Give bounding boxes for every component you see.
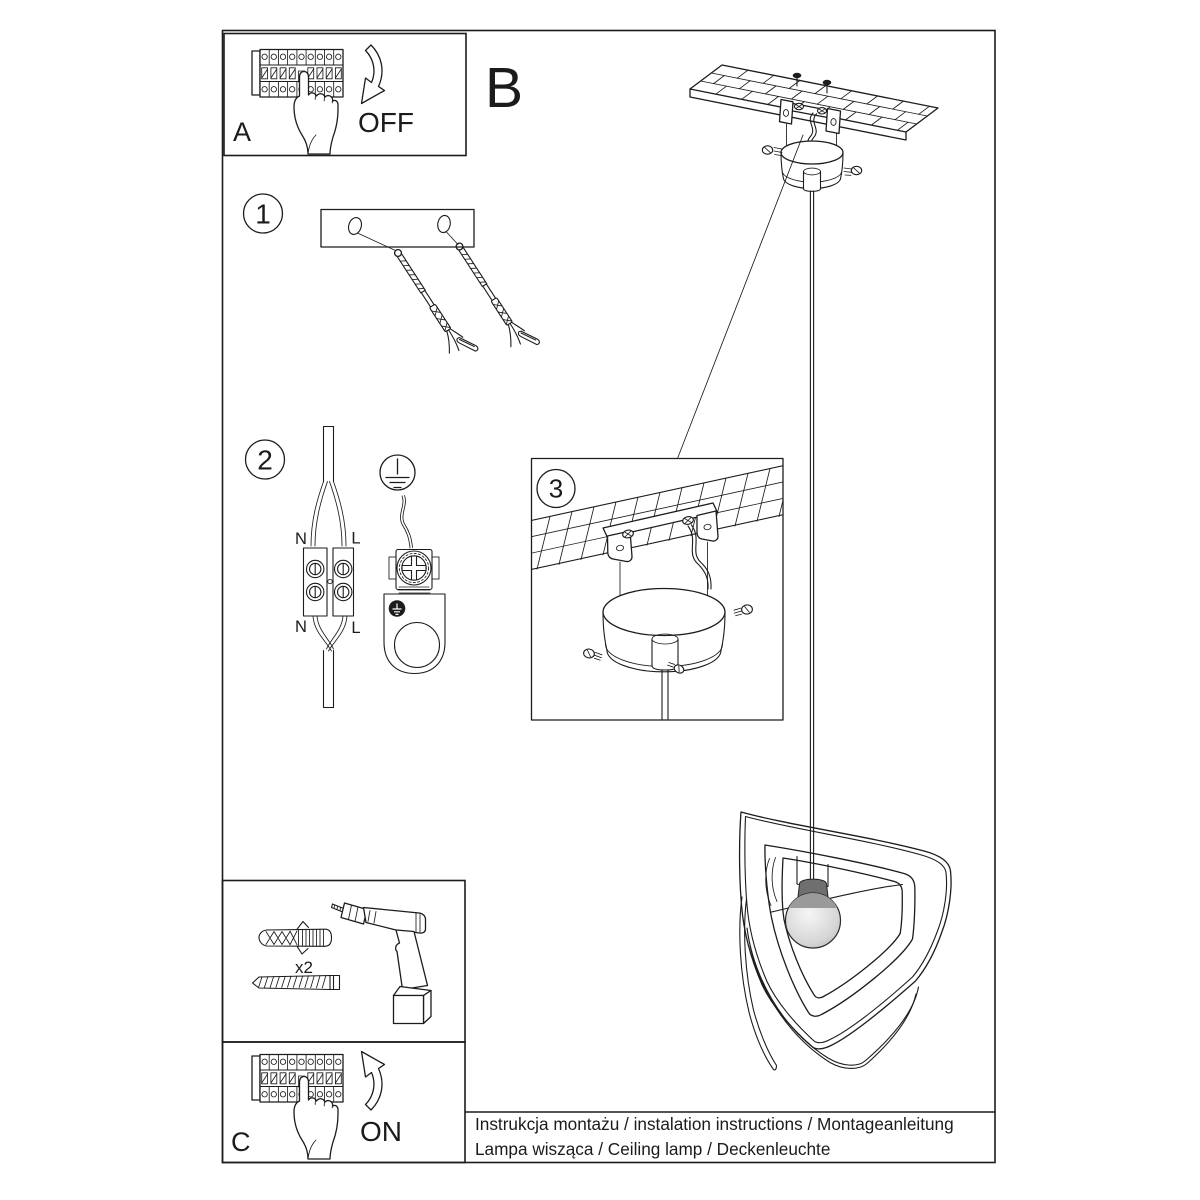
step-3-number: 3 bbox=[549, 474, 563, 504]
panel-c-action: ON bbox=[360, 1116, 402, 1147]
suspension-rod bbox=[809, 190, 815, 831]
step-1: 1 bbox=[242, 193, 541, 365]
wire-label-l-top: L bbox=[351, 530, 360, 548]
main-illustration bbox=[677, 64, 952, 1071]
tools-panel: x2 bbox=[221, 879, 466, 1043]
section-b-label: B bbox=[485, 56, 523, 120]
step-2-number: 2 bbox=[257, 445, 273, 476]
page-border bbox=[221, 29, 996, 1164]
circuit-breaker-icon bbox=[251, 1053, 344, 1160]
footer-line-1: Instrukcja montażu / instalation instruc… bbox=[475, 1114, 954, 1134]
inset-bracket bbox=[602, 502, 719, 604]
wire-label-n-top: N bbox=[295, 530, 307, 548]
panel-a-box bbox=[223, 32, 467, 157]
pendant-lamp-shade bbox=[738, 811, 952, 1071]
panel-c: C ON bbox=[221, 1041, 466, 1164]
inset-canopy bbox=[583, 587, 753, 720]
panel-a-label: A bbox=[233, 117, 251, 147]
ground-terminal bbox=[383, 495, 446, 675]
arrow-up-icon bbox=[360, 1050, 386, 1111]
ceiling-plank bbox=[689, 64, 939, 141]
arrow-down-icon bbox=[360, 44, 386, 105]
panel-c-box bbox=[221, 1041, 466, 1164]
screw-icon bbox=[251, 974, 341, 991]
footer: Instrukcja montażu / instalation instruc… bbox=[465, 1111, 995, 1159]
mounting-plate bbox=[320, 208, 475, 248]
step-1-badge bbox=[242, 193, 284, 234]
wall-plug-icon bbox=[258, 920, 333, 955]
canopy bbox=[761, 140, 863, 192]
step-2: 2 N L N L bbox=[244, 425, 446, 709]
drill-icon bbox=[330, 902, 432, 1025]
wire-label-l-bottom: L bbox=[351, 619, 360, 637]
panel-c-label: C bbox=[231, 1127, 251, 1157]
quantity-label: x2 bbox=[295, 958, 313, 977]
step-1-number: 1 bbox=[255, 199, 271, 230]
step-2-badge bbox=[244, 439, 286, 480]
step-3-box bbox=[530, 457, 784, 721]
footer-line-2: Lampa wisząca / Ceiling lamp / Deckenleu… bbox=[475, 1139, 830, 1159]
step-3: 3 bbox=[530, 457, 784, 721]
panel-a-action: OFF bbox=[358, 107, 414, 138]
wire-label-n-bottom: N bbox=[295, 618, 307, 636]
light-bulb bbox=[784, 878, 842, 949]
detail-leader-line bbox=[677, 134, 804, 459]
panel-a: A OFF bbox=[223, 32, 467, 157]
ground-symbol-icon bbox=[379, 454, 416, 491]
step-3-badge bbox=[536, 468, 576, 509]
circuit-breaker-icon bbox=[251, 48, 344, 155]
wiring-diagram: N L N L bbox=[295, 425, 361, 709]
